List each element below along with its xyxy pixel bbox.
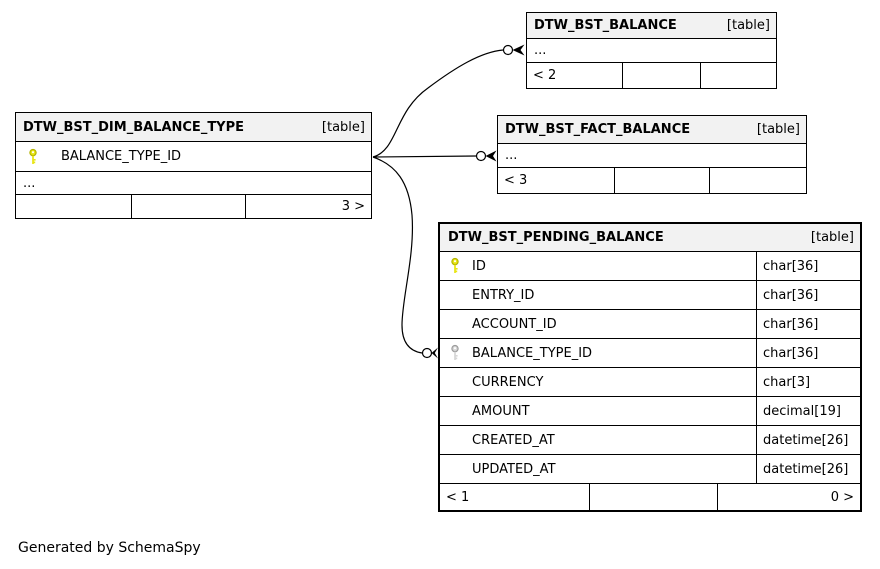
cardinality-dot-pending bbox=[421, 347, 433, 359]
footer-incoming-count: < 2 bbox=[533, 68, 557, 83]
column-name: BALANCE_TYPE_ID bbox=[472, 345, 593, 361]
footer-cell bbox=[709, 168, 806, 193]
table-dtw-bst-fact-balance[interactable]: DTW_BST_FACT_BALANCE [table] ... < 3 bbox=[497, 115, 807, 194]
column-row-account-id: ACCOUNT_ID char[36] bbox=[440, 310, 860, 339]
table-header[interactable]: DTW_BST_FACT_BALANCE [table] bbox=[498, 116, 806, 144]
edge-dim-to-balance bbox=[372, 49, 504, 158]
cardinality-dot-balance bbox=[502, 44, 514, 56]
table-dtw-bst-dim-balance-type[interactable]: DTW_BST_DIM_BALANCE_TYPE [table] BALANCE… bbox=[15, 112, 372, 219]
generator-credit: Generated by SchemaSpy bbox=[18, 540, 201, 556]
arrowhead-fact bbox=[485, 150, 497, 162]
column-type: datetime[26] bbox=[756, 455, 860, 483]
foreign-key-icon bbox=[451, 344, 459, 360]
footer-incoming-count: < 1 bbox=[446, 489, 470, 505]
column-type: char[36] bbox=[756, 339, 860, 367]
key-cell bbox=[16, 148, 61, 166]
table-title[interactable]: DTW_BST_BALANCE bbox=[534, 18, 677, 33]
table-title[interactable]: DTW_BST_DIM_BALANCE_TYPE bbox=[23, 119, 245, 135]
column-name: UPDATED_AT bbox=[472, 461, 556, 477]
column-row-updated-at: UPDATED_AT datetime[26] bbox=[440, 455, 860, 484]
more-columns-indicator: ... bbox=[527, 39, 776, 63]
column-row-id: ID char[36] bbox=[440, 252, 860, 281]
column-row-entry-id: ENTRY_ID char[36] bbox=[440, 281, 860, 310]
column-name: AMOUNT bbox=[472, 403, 530, 419]
table-dtw-bst-pending-balance[interactable]: DTW_BST_PENDING_BALANCE [table] ID char[… bbox=[438, 222, 862, 512]
primary-key-icon bbox=[29, 148, 37, 164]
table-footer: < 1 0 > bbox=[440, 484, 860, 510]
table-tag: [table] bbox=[810, 230, 854, 245]
more-columns-indicator: ... bbox=[498, 144, 806, 168]
table-dtw-bst-balance[interactable]: DTW_BST_BALANCE [table] ... < 2 bbox=[526, 12, 777, 89]
column-type: char[36] bbox=[756, 281, 860, 309]
key-cell bbox=[440, 257, 472, 275]
key-cell bbox=[440, 344, 472, 362]
footer-incoming-count: < 3 bbox=[504, 173, 528, 188]
column-name: CURRENCY bbox=[472, 374, 544, 390]
column-type: char[36] bbox=[756, 252, 860, 280]
footer-cell bbox=[16, 195, 131, 218]
footer-outgoing-count: 0 > bbox=[717, 484, 860, 510]
edge-dim-to-pending-balance bbox=[372, 156, 423, 354]
column-name: CREATED_AT bbox=[472, 432, 555, 448]
column-type: datetime[26] bbox=[756, 426, 860, 454]
column-name: ID bbox=[472, 258, 486, 274]
cardinality-dot-fact bbox=[475, 150, 487, 162]
table-header[interactable]: DTW_BST_PENDING_BALANCE [table] bbox=[440, 224, 860, 252]
footer-cell bbox=[614, 168, 709, 193]
column-row-balance-type-id: BALANCE_TYPE_ID bbox=[16, 142, 371, 172]
table-footer: 3 > bbox=[16, 195, 371, 218]
column-name: ENTRY_ID bbox=[472, 287, 535, 303]
table-header[interactable]: DTW_BST_DIM_BALANCE_TYPE [table] bbox=[16, 113, 371, 142]
footer-cell bbox=[131, 195, 245, 218]
more-columns-indicator: ... bbox=[16, 172, 371, 195]
column-type: char[3] bbox=[756, 368, 860, 396]
table-title[interactable]: DTW_BST_PENDING_BALANCE bbox=[448, 230, 664, 245]
arrowhead-pending bbox=[431, 347, 438, 359]
primary-key-icon bbox=[451, 257, 459, 273]
footer-cell bbox=[589, 484, 717, 510]
table-tag: [table] bbox=[756, 122, 800, 137]
table-footer: < 3 bbox=[498, 168, 806, 193]
table-tag: [table] bbox=[321, 119, 365, 135]
column-name: ACCOUNT_ID bbox=[472, 316, 557, 332]
column-row-created-at: CREATED_AT datetime[26] bbox=[440, 426, 860, 455]
column-type: decimal[19] bbox=[756, 397, 860, 425]
table-tag: [table] bbox=[726, 18, 770, 33]
footer-cell bbox=[700, 63, 776, 88]
column-row-amount: AMOUNT decimal[19] bbox=[440, 397, 860, 426]
table-footer: < 2 bbox=[527, 63, 776, 88]
column-name: BALANCE_TYPE_ID bbox=[61, 149, 182, 164]
column-row-currency: CURRENCY char[3] bbox=[440, 368, 860, 397]
column-type: char[36] bbox=[756, 310, 860, 338]
edge-dim-to-fact-balance bbox=[372, 155, 477, 158]
table-title[interactable]: DTW_BST_FACT_BALANCE bbox=[505, 122, 691, 137]
footer-outgoing-count: 3 > bbox=[245, 195, 371, 218]
column-row-balance-type-id: BALANCE_TYPE_ID char[36] bbox=[440, 339, 860, 368]
table-header[interactable]: DTW_BST_BALANCE [table] bbox=[527, 13, 776, 39]
footer-cell bbox=[622, 63, 700, 88]
arrowhead-balance bbox=[512, 44, 525, 56]
